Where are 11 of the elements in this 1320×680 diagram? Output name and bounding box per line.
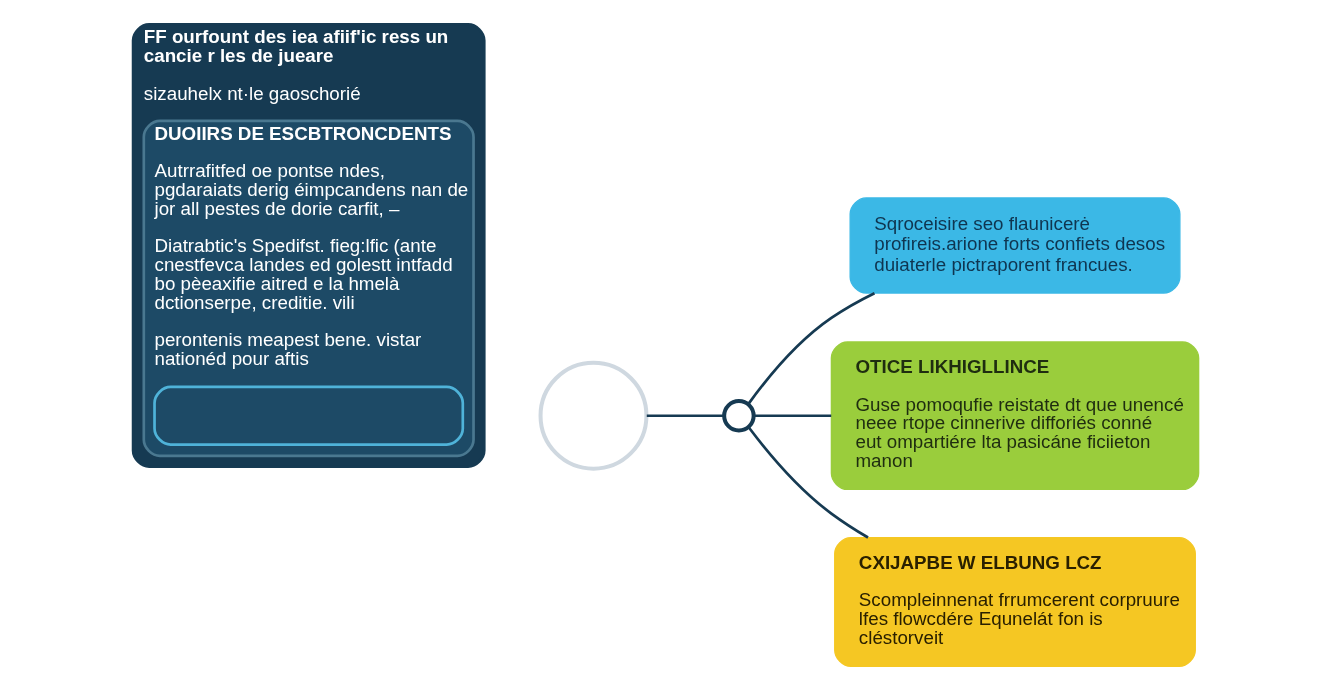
connector [646, 414, 724, 418]
connector [747, 426, 869, 539]
node-box: Sqroceisire seo flaunicerė profireis.arione forts confiets desos duiaterle pictraporent francues. [849, 197, 1181, 294]
connector [753, 414, 831, 418]
cluster: DUOIIRS DE ESCBTRONCDENTS Autrrafitfed oe pontse ndes, pgdaraiats derig éimpcandens nan de jor all pestes de dorie carfit, – Diatrabtic's Spedifst. fieg:lfic (ante cnestfevca landes ed golestt intfadd bo pèeaxifie aitred e la hmelà dctionserpe, creditie. vili perontenis meapest bene. vistar nationéd pour aftis [141, 119, 475, 458]
node-box: CXIJAPBE W ELBUNG LCZ Scompleinnenat frrumcerent corpruure lfes flowcdére Equnelát fon is cléstorveit [833, 537, 1196, 668]
node-box [152, 385, 464, 446]
node-circle [538, 360, 648, 471]
node-circle [721, 398, 756, 433]
connector [746, 291, 875, 405]
node-box: OTICE LIKHIGLLINCE Guse pomoqufie reistate dt que unencé neee rtope cinnerive difforiés conné eut ompartiére lta pasicáne ficiieton manon [830, 341, 1199, 491]
